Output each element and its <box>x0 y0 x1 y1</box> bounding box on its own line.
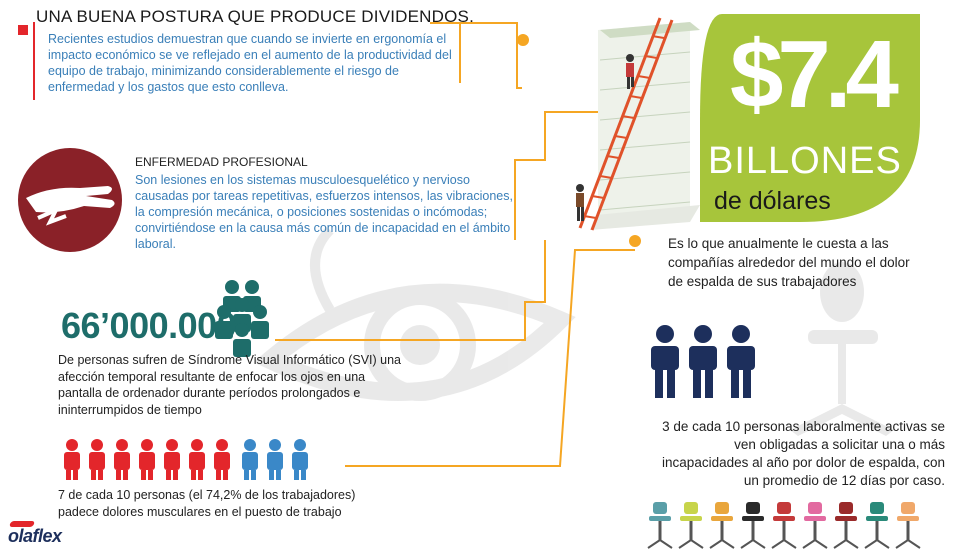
chair-icon <box>678 502 704 549</box>
svi-text: De personas sufren de Síndrome Visual In… <box>58 353 401 417</box>
connector-lines <box>275 22 635 467</box>
chair-icon <box>740 502 766 549</box>
hand-pain-icon <box>18 148 122 252</box>
title-divider <box>33 22 35 100</box>
ladder-icon <box>578 17 674 231</box>
enfermedad-text: Son lesiones en los sistemas musculoesqu… <box>135 173 513 251</box>
chair-icon <box>709 502 735 549</box>
chair-icon <box>647 502 673 549</box>
eye-watermark-icon <box>253 226 576 401</box>
svi-number: 66’000.000 <box>61 305 237 346</box>
waiting-person-icon <box>576 184 584 221</box>
chair-icon <box>895 502 921 549</box>
intro-text: Recientes estudios demuestran que cuando… <box>48 32 452 94</box>
chair-watermark-icon <box>790 262 894 436</box>
money-stack-icon <box>590 22 700 230</box>
cost-unit: BILLONES <box>708 140 902 182</box>
chair-icon <box>864 502 890 549</box>
cost-leaf-shape <box>700 14 920 222</box>
cost-text: Es lo que anualmente le cuesta a las com… <box>668 236 910 289</box>
title-marker <box>18 25 28 35</box>
people-group-icon <box>215 280 269 357</box>
chair-icon <box>833 502 859 549</box>
cost-amount: $7.4 <box>730 21 899 128</box>
chair-icon <box>771 502 797 549</box>
people-row-3-of-10 <box>651 325 755 398</box>
chairs-row-icon <box>647 502 921 549</box>
climbing-person-icon <box>626 54 634 89</box>
brand-logo: olaflex <box>8 526 62 546</box>
chair-icon <box>802 502 828 549</box>
page-title: UNA BUENA POSTURA QUE PRODUCE DIVIDENDOS… <box>36 7 475 26</box>
people-row-7-of-10 <box>64 439 308 480</box>
enfermedad-title: ENFERMEDAD PROFESIONAL <box>135 155 308 169</box>
musculares-text: 7 de cada 10 personas (el 74,2% de los t… <box>58 488 356 519</box>
cost-currency: de dólares <box>714 187 831 215</box>
incapacidad-text: 3 de cada 10 personas laboralmente activ… <box>662 419 945 488</box>
